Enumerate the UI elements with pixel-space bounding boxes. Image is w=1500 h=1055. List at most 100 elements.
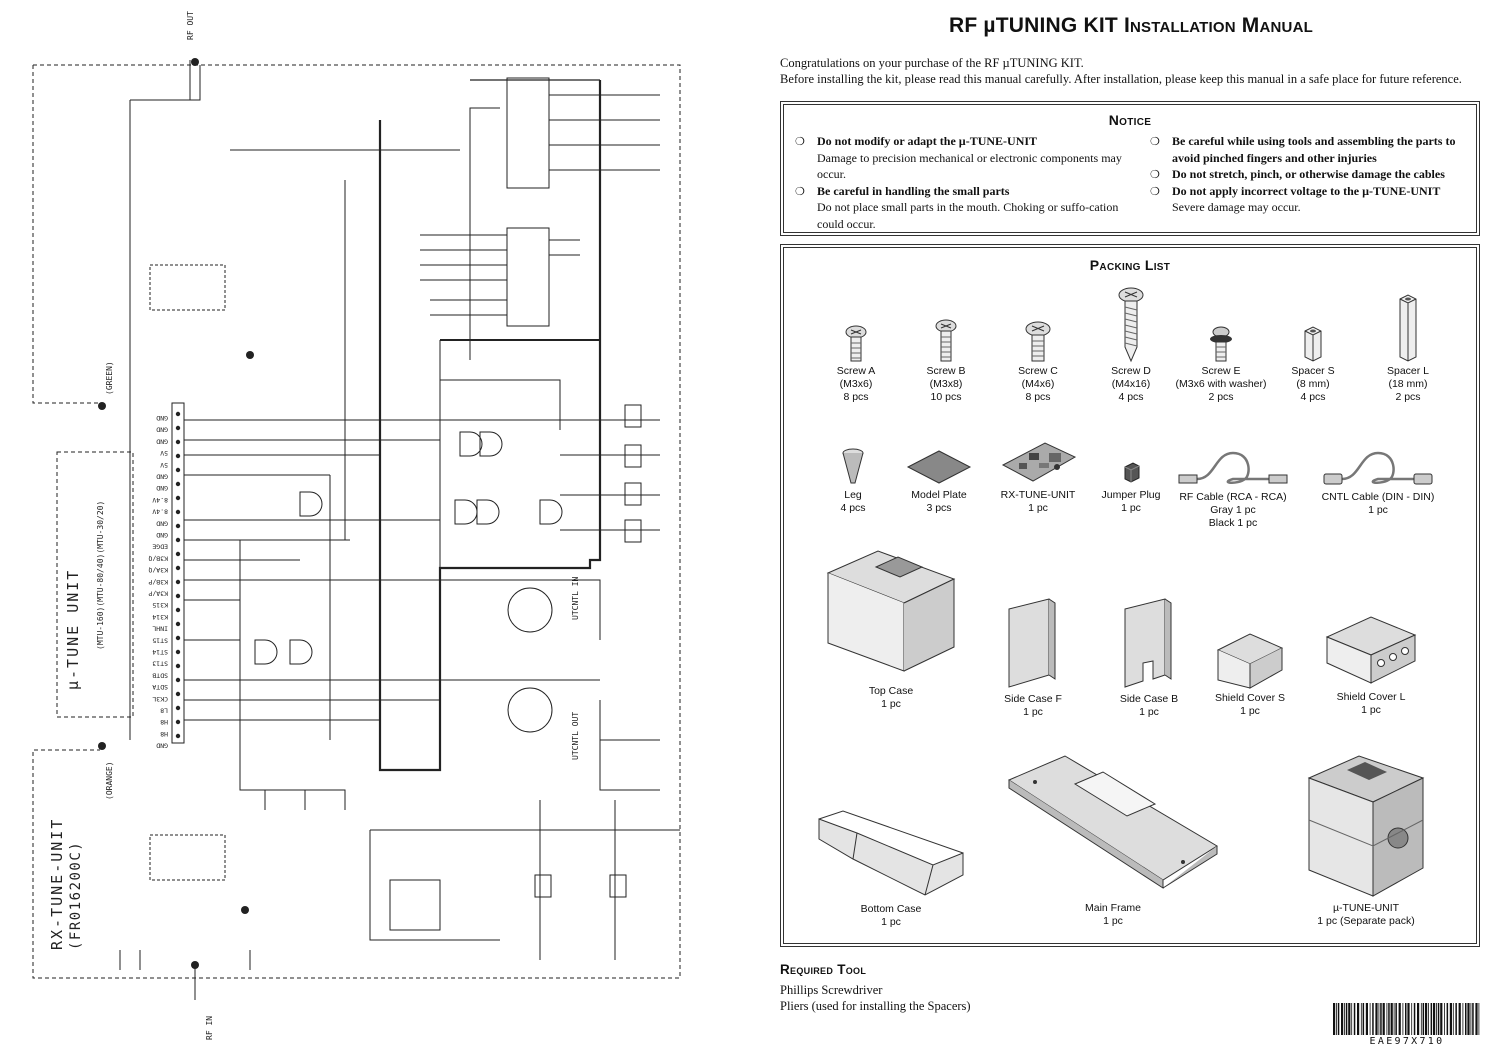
shield-cover-icon <box>1216 633 1284 689</box>
schematic-unit-models: (MTU-160)(MTU-80/40)(MTU-30/20) <box>96 501 105 650</box>
schematic-pin-label: GND <box>156 742 168 750</box>
packing-list-box: Packing List Screw A (M3x6) 8 pcs Screw … <box>780 244 1480 947</box>
circuit-schematic: µ-TUNE UNIT (MTU-160)(MTU-80/40)(MTU-30/… <box>32 11 681 1040</box>
schematic-pin-label: GND <box>156 531 168 539</box>
frame-icon <box>1007 755 1218 889</box>
cable-icon <box>1323 451 1433 485</box>
required-tool-item: Pliers (used for installing the Spacers) <box>780 999 971 1013</box>
spacer-icon <box>1399 294 1417 362</box>
item-qty: 2 pcs <box>1208 391 1234 403</box>
packing-item-shield-cover-s: Shield Cover S 1 pc <box>1205 620 1295 718</box>
schematic-pin-label: H8 <box>160 730 168 738</box>
schematic-orange: (ORANGE) <box>105 761 114 800</box>
schematic-pin-label: ST14 <box>152 648 168 656</box>
schematic-pin-label: GND <box>156 437 168 445</box>
item-name: Side Case F <box>1004 693 1062 705</box>
notice-item: ❍ Do not stretch, pinch, or otherwise da… <box>1150 166 1470 183</box>
intro-text: Congratulations on your purchase of the … <box>780 55 1482 87</box>
item-name: Screw D <box>1111 365 1151 377</box>
packing-item-spacer-s: Spacer S (8 mm) 4 pcs <box>1283 325 1343 404</box>
item-spec: (8 mm) <box>1296 378 1330 390</box>
schematic-pin-label: K314 <box>152 613 168 621</box>
packing-item-spacer-l: Spacer L (18 mm) 2 pcs <box>1378 293 1438 404</box>
item-name: Shield Cover L <box>1336 691 1406 703</box>
schematic-pin-label: SDTB <box>152 671 168 679</box>
notice-item-body: Damage to precision mechanical or electr… <box>817 150 1122 182</box>
bullet-circle-icon: ❍ <box>1150 169 1160 181</box>
side-panel-icon <box>1124 598 1172 688</box>
packing-item-rx-tune-unit: RX-TUNE-UNIT 1 pc <box>993 431 1083 515</box>
item-qty: 1 pc <box>1361 704 1381 716</box>
packing-item-leg: Leg 4 pcs <box>823 447 883 515</box>
bullet-circle-icon: ❍ <box>795 136 805 148</box>
notice-item-head: Do not modify or adapt the µ-TUNE-UNIT <box>817 134 1038 148</box>
washer-screw-icon <box>1210 326 1232 362</box>
schematic-utcntl-in: UTCNTL IN <box>571 576 580 620</box>
item-spec: (M3x8) <box>929 378 963 390</box>
schematic-green: (GREEN) <box>105 361 114 395</box>
item-name: Main Frame <box>1084 902 1141 914</box>
schematic-pin-label: EDGE <box>152 543 168 551</box>
item-spec: (M4x16) <box>1111 378 1151 390</box>
item-qty: 1 pc <box>1103 915 1123 927</box>
item-qty: 1 pc <box>1028 502 1048 514</box>
item-name: Shield Cover S <box>1214 692 1286 704</box>
schematic-pin-label: 5V <box>160 449 168 457</box>
item-name: Top Case <box>868 685 914 697</box>
item-name: Screw C <box>1018 365 1058 377</box>
item-spec: (M4x6) <box>1021 378 1055 390</box>
packing-item-model-plate: Model Plate 3 pcs <box>899 447 979 515</box>
pcb-icon <box>1001 442 1077 482</box>
packing-item-side-case-f: Side Case F 1 pc <box>995 595 1071 719</box>
notice-item-body: Do not place small parts in the mouth. C… <box>817 200 1119 231</box>
packing-item-main-frame: Main Frame 1 pc <box>1003 750 1223 928</box>
item-qty: 1 pc <box>1240 705 1260 717</box>
item-name: Jumper Plug <box>1101 489 1161 501</box>
packing-item-top-case: Top Case 1 pc <box>816 543 966 711</box>
plate-icon <box>906 450 972 484</box>
schematic-pin-label: GND <box>156 473 168 481</box>
schematic-pin-label: GND <box>156 484 168 492</box>
notice-item-head: Do not apply incorrect voltage to the µ-… <box>1172 183 1441 198</box>
packing-item-screw-e: Screw E (M3x6 with washer) 2 pcs <box>1171 325 1271 404</box>
schematic-pin-label: GND <box>156 414 168 422</box>
item-qty: 1 pc <box>1368 504 1388 516</box>
item-qty: 1 pc <box>881 698 901 710</box>
item-name: Screw A <box>836 365 876 377</box>
item-qty: 1 pc <box>1023 706 1043 718</box>
side-panel-icon <box>1008 598 1056 688</box>
notice-right-column: ❍ Be careful while using tools and assem… <box>1150 133 1470 216</box>
schematic-pin-label: 8.4V <box>152 508 168 516</box>
notice-item: ❍ Do not apply incorrect voltage to the … <box>1150 183 1470 216</box>
shield-box-icon <box>1325 616 1417 684</box>
screw-icon <box>935 319 957 362</box>
required-tool-item: Phillips Screwdriver <box>780 983 883 997</box>
schematic-pin-label: CK3L <box>152 695 168 703</box>
schematic-pin-label: L8 <box>160 707 168 715</box>
item-name: Bottom Case <box>860 903 922 915</box>
notice-item-head: Do not stretch, pinch, or otherwise dama… <box>1172 167 1445 181</box>
item-name: Side Case B <box>1119 693 1179 705</box>
packing-item-cntl-cable: CNTL Cable (DIN - DIN) 1 pc <box>1313 445 1443 517</box>
packing-item-jumper-plug: Jumper Plug 1 pc <box>1093 459 1169 515</box>
bottom-case-icon <box>818 810 964 896</box>
schematic-pin-label: GND <box>156 519 168 527</box>
item-name: RF Cable (RCA - RCA) <box>1179 491 1287 503</box>
item-name: Screw E <box>1201 365 1241 377</box>
item-qty: 4 pcs <box>1118 391 1144 403</box>
notice-item: ❍ Do not modify or adapt the µ-TUNE-UNIT… <box>795 133 1133 183</box>
item-name: Spacer L <box>1386 365 1430 377</box>
item-spec: (M3x6 with washer) <box>1175 378 1267 390</box>
item-name: CNTL Cable (DIN - DIN) <box>1321 491 1435 503</box>
jumper-icon <box>1124 462 1140 483</box>
item-name: Leg <box>844 489 862 501</box>
schematic-pin-label: K3A/Q <box>148 566 168 574</box>
spacer-icon <box>1304 326 1322 362</box>
schematic-unit-label: µ-TUNE UNIT <box>64 569 82 690</box>
required-tool-heading: Required Tool <box>780 962 867 977</box>
item-spec: (18 mm) <box>1388 378 1428 390</box>
cable-icon <box>1178 451 1288 484</box>
tapping-screw-icon <box>1118 287 1144 363</box>
item-spec: Gray 1 pc <box>1210 504 1256 516</box>
notice-item-head: Be careful in handling the small parts <box>817 183 1010 198</box>
